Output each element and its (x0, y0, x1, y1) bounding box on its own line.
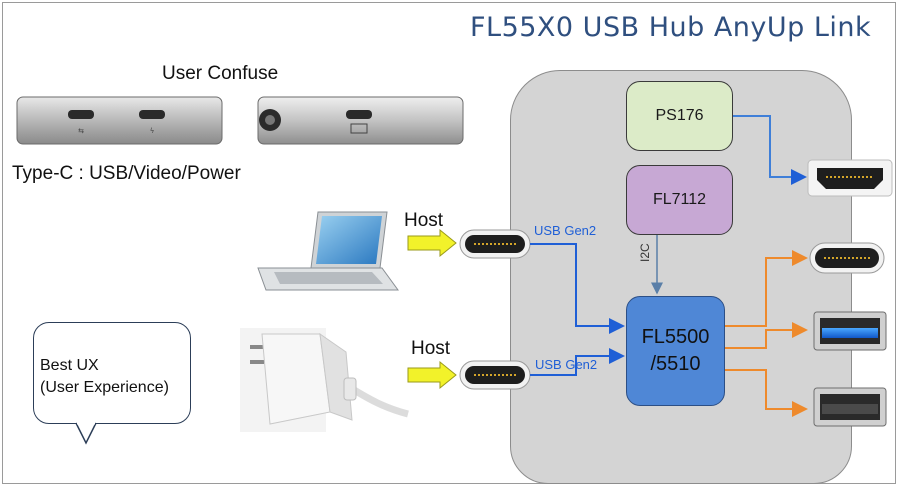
callout-line-1: Best UX (40, 357, 99, 374)
fl7112-chip: FL7112 (626, 165, 733, 235)
power-adapter-icon (240, 328, 409, 432)
user-confuse-heading: User Confuse (162, 63, 279, 84)
type-c-port-downstream-icon (809, 242, 885, 274)
type-c-dongle-side-icon (257, 96, 464, 145)
fl7112-label: FL7112 (652, 191, 707, 208)
fl5500-label-line1: FL5500 (641, 326, 710, 348)
usb-a-black-port-icon (813, 387, 887, 427)
fl5500-label-line2: /5510 (650, 353, 701, 375)
host-label-top: Host (404, 210, 444, 231)
callout-line-2: (User Experience) (40, 379, 169, 396)
svg-text:ϟ: ϟ (150, 127, 155, 135)
type-c-caption: Type-C : USB/Video/Power (12, 163, 241, 184)
hdmi-port-icon (807, 159, 893, 197)
i2c-label: I2C (638, 243, 652, 262)
ps176-label: PS176 (655, 107, 704, 124)
type-c-dongle-front-icon: ⇆ ϟ (16, 96, 223, 145)
type-c-port-bottom-icon (459, 360, 531, 390)
type-c-port-top-icon (459, 229, 531, 259)
ps176-chip: PS176 (626, 81, 733, 151)
usb-gen2-label-top: USB Gen2 (534, 223, 597, 238)
slide-title: FL55X0 USB Hub AnyUp Link (470, 12, 872, 43)
laptop-icon (257, 211, 399, 291)
host-arrow-top-icon (407, 228, 457, 258)
best-ux-callout: Best UX (User Experience) (33, 322, 191, 424)
fl5500-chip: FL5500 /5510 (626, 296, 725, 406)
svg-text:⇆: ⇆ (78, 127, 84, 135)
usb-a-blue-port-icon (813, 311, 887, 351)
host-arrow-bottom-icon (407, 360, 457, 390)
host-label-bottom: Host (411, 338, 451, 359)
usb-gen2-label-bottom: USB Gen2 (535, 357, 598, 372)
